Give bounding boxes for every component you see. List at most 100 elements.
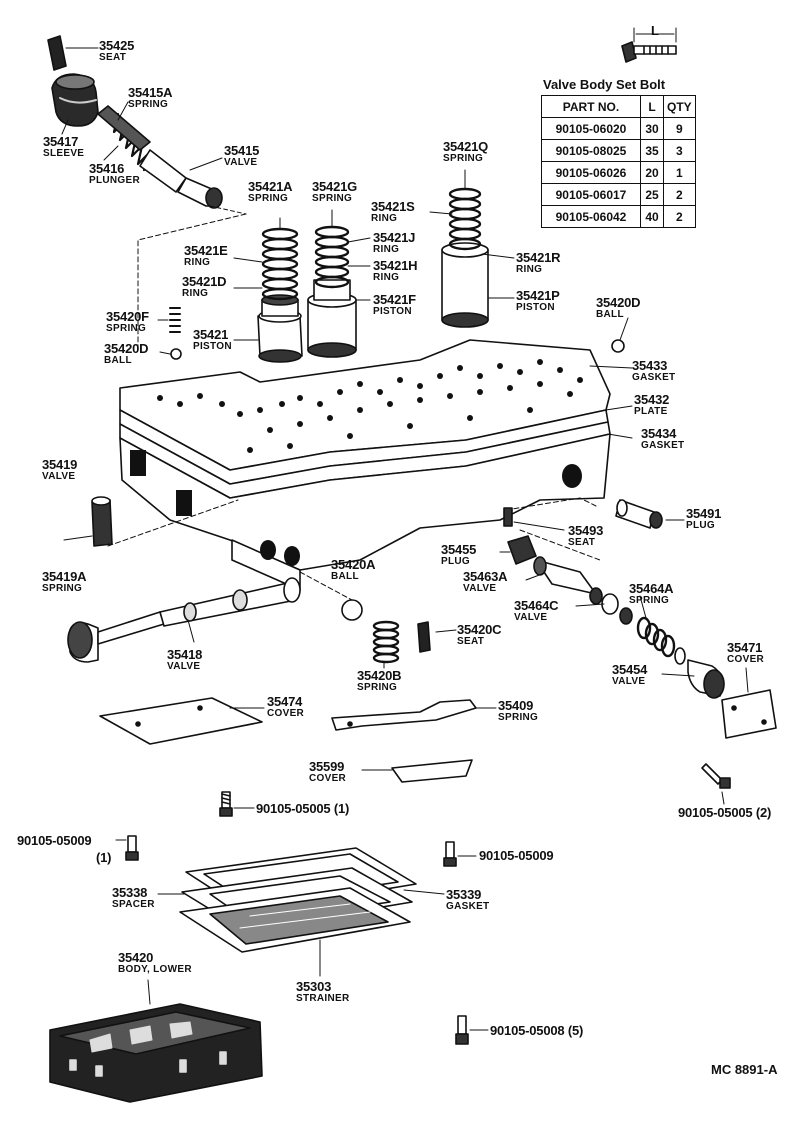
- bolt-90105-05005-2-drawing: [701, 763, 731, 805]
- spring-35421a-drawing: [261, 227, 299, 301]
- spring-35409-drawing: [331, 699, 477, 731]
- table-cell: 40: [640, 205, 664, 228]
- bolt-label-90105-05005-2: 90105-05005 (2): [678, 805, 772, 820]
- bolt-90105-05009-left-drawing: [115, 835, 139, 861]
- table-cell: 90105-06026: [541, 161, 641, 184]
- bolt-dimension-drawing: [621, 27, 677, 63]
- table-cell: 2: [663, 205, 696, 228]
- valve-35415-drawing: [139, 149, 223, 209]
- body-openings-drawing: [130, 450, 582, 566]
- cover-35474-drawing: [99, 697, 263, 745]
- table-cell: 30: [640, 117, 664, 140]
- leaders-body: [589, 317, 633, 439]
- spring-35420f-drawing: [169, 307, 181, 333]
- piston-35421-drawing: [257, 294, 303, 363]
- sleeve-35417-drawing: [51, 73, 99, 127]
- col-header: L: [640, 95, 664, 118]
- table-cell: 90105-08025: [541, 139, 641, 162]
- cover-35471-drawing: [721, 689, 777, 739]
- spring-35421g-drawing: [314, 225, 350, 289]
- bolt-90105-05005-1-drawing: [219, 791, 255, 817]
- ball-35420a-drawing: [341, 599, 363, 621]
- seat-35493-drawing: [503, 507, 513, 527]
- plug-35455-drawing: [507, 535, 537, 565]
- ball-35420d-left-drawing: [170, 348, 182, 360]
- valve-35454-drawing: [674, 647, 725, 699]
- valve-35419-drawing: [91, 496, 113, 547]
- table-cell: 20: [640, 161, 664, 184]
- leaders-top-middle: [233, 169, 515, 341]
- bolt-table: PART NO. L QTY 90105-06020 30 9 90105-08…: [541, 95, 696, 228]
- table-cell: 25: [640, 183, 664, 206]
- valve-35463a-drawing: [533, 556, 603, 605]
- bolt-table-title: Valve Body Set Bolt: [543, 77, 666, 92]
- bolt-90105-05008-drawing: [455, 1015, 489, 1045]
- leaders-lower: [147, 889, 445, 1005]
- cover-35599-drawing: [391, 759, 473, 783]
- figure-code: MC 8891-A: [711, 1062, 778, 1077]
- spring-35421q-drawing: [448, 187, 482, 251]
- bolt-label-90105-05009-right: 90105-05009: [479, 848, 554, 863]
- table-cell: 90105-06020: [541, 117, 641, 140]
- table-cell: 1: [663, 161, 696, 184]
- bolt-label-qty-left: (1): [96, 850, 112, 865]
- table-row: 90105-06020 30 9: [541, 117, 696, 140]
- bolt-90105-05009-right-drawing: [443, 841, 477, 867]
- table-cell: 2: [663, 183, 696, 206]
- plunger-35416-drawing: [97, 105, 151, 151]
- spring-35464a-drawing: [636, 616, 676, 658]
- bolt-dimension-label: L: [651, 23, 659, 38]
- table-row: 90105-08025 35 3: [541, 139, 696, 162]
- table-row: 90105-06017 25 2: [541, 183, 696, 206]
- col-header: PART NO.: [541, 95, 641, 118]
- leaders-top-left: [61, 47, 247, 351]
- table-cell: 3: [663, 139, 696, 162]
- spring-35420b-drawing: [372, 620, 400, 664]
- bolt-table-header: PART NO. L QTY: [541, 95, 696, 118]
- lower-body-35420-drawing: [49, 1003, 263, 1103]
- table-row: 90105-06042 40 2: [541, 205, 696, 228]
- table-row: 90105-06026 20 1: [541, 161, 696, 184]
- table-cell: 90105-06017: [541, 183, 641, 206]
- ball-35420d-right-drawing: [611, 339, 625, 353]
- table-cell: 90105-06042: [541, 205, 641, 228]
- seat-35425-drawing: [47, 35, 67, 71]
- table-cell: 9: [663, 117, 696, 140]
- bolt-label-90105-05009-left: 90105-05009: [17, 833, 92, 848]
